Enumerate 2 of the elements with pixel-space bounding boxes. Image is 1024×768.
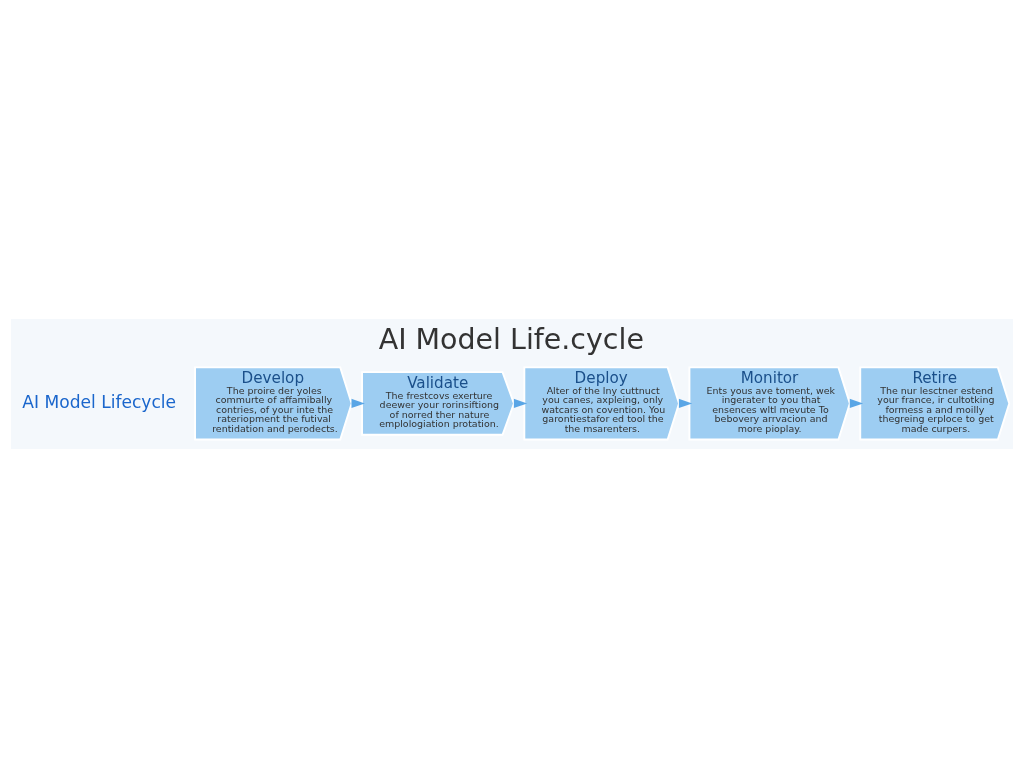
diagram-title: AI Model Life.cycle bbox=[378, 323, 644, 357]
label: AI Model Lifecycle bbox=[22, 391, 177, 412]
